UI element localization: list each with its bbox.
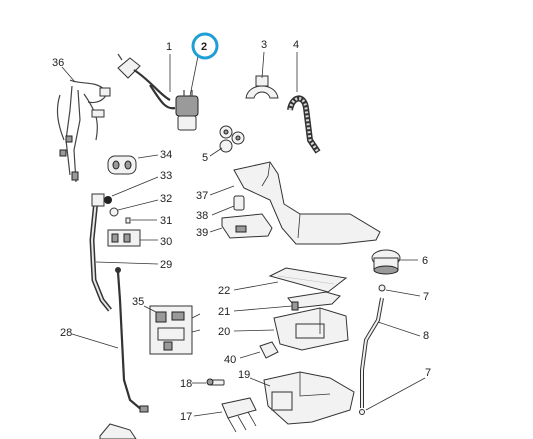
label-1: 1 <box>166 41 172 53</box>
leader-21 <box>233 305 293 312</box>
label-2[interactable]: 2 <box>201 41 207 53</box>
part-1-power-cord[interactable] <box>117 53 176 110</box>
label-6: 6 <box>422 255 428 267</box>
part-36-wiring-harness[interactable] <box>56 79 111 183</box>
highlight-ring-2 <box>191 32 219 60</box>
part-18-screw[interactable] <box>206 378 225 386</box>
part-2-interference-filter[interactable] <box>175 90 199 131</box>
part-35-control-board[interactable] <box>149 305 201 355</box>
leader-39 <box>209 227 223 233</box>
part-7-clip-lower[interactable] <box>359 409 365 415</box>
label-20: 20 <box>218 326 230 338</box>
leader-28 <box>71 333 119 349</box>
part-19-dispenser-housing[interactable] <box>263 371 355 425</box>
part-21-syphon[interactable] <box>287 291 341 311</box>
part-40-lever[interactable] <box>259 341 279 359</box>
label-21: 21 <box>218 306 230 318</box>
part-28-cable[interactable] <box>115 267 149 413</box>
leader-38 <box>211 205 235 216</box>
leader-37 <box>209 185 235 196</box>
label-32: 32 <box>160 193 172 205</box>
part-29-hose-clamp[interactable] <box>89 193 112 312</box>
label-28: 28 <box>60 327 72 339</box>
label-30: 30 <box>160 236 172 248</box>
label-19: 19 <box>238 369 250 381</box>
part-37-dispenser-cover[interactable] <box>233 161 381 245</box>
part-22-lid[interactable] <box>268 267 348 293</box>
leader-7b <box>365 377 426 411</box>
part-32-washer[interactable] <box>109 207 119 217</box>
part-38-cap[interactable] <box>233 195 245 211</box>
leader-2 <box>189 55 199 97</box>
label-33: 33 <box>160 170 172 182</box>
part-34-grommet[interactable] <box>107 155 137 175</box>
highlight-fill-2 <box>196 37 214 55</box>
label-40: 40 <box>224 354 236 366</box>
label-37: 37 <box>196 190 208 202</box>
label-35: 35 <box>132 296 144 308</box>
label-8: 8 <box>423 330 429 342</box>
label-34: 34 <box>160 149 172 161</box>
label-18: 18 <box>180 378 192 390</box>
label-22: 22 <box>218 285 230 297</box>
part-3-hose-clip[interactable] <box>245 75 279 99</box>
leader-40 <box>239 351 261 359</box>
label-17: 17 <box>180 411 192 423</box>
label-31: 31 <box>160 215 172 227</box>
part-20-detergent-drawer[interactable] <box>273 307 349 351</box>
label-5: 5 <box>202 152 208 164</box>
leader-20 <box>233 329 275 332</box>
leader-5 <box>209 147 223 157</box>
part-17-heater[interactable] <box>221 397 257 433</box>
label-7-lower: 7 <box>425 367 431 379</box>
leader-17 <box>193 411 223 417</box>
part-6-pressure-switch[interactable] <box>371 249 401 275</box>
cabinet-edge-partial <box>99 423 137 439</box>
leader-34 <box>137 154 159 159</box>
label-39: 39 <box>196 227 208 239</box>
label-3: 3 <box>261 39 267 51</box>
part-39-insert[interactable] <box>221 213 273 239</box>
part-30-relay[interactable] <box>107 229 141 247</box>
part-5-y-connector[interactable] <box>219 125 245 153</box>
part-33-nut[interactable] <box>104 196 112 204</box>
leader-19 <box>249 377 271 387</box>
leader-33 <box>111 176 159 197</box>
leader-3 <box>261 51 265 79</box>
leader-35 <box>143 305 157 313</box>
leader-29 <box>95 261 159 265</box>
label-29: 29 <box>160 259 172 271</box>
leader-22 <box>233 281 279 291</box>
part-8-pressure-tube[interactable] <box>360 297 384 408</box>
leader-32 <box>117 199 159 211</box>
part-4-hose[interactable] <box>287 95 321 154</box>
label-7-upper: 7 <box>423 291 429 303</box>
leader-7a <box>385 289 421 297</box>
leader-36 <box>61 66 76 83</box>
leader-8 <box>377 321 421 337</box>
part-7-clip-upper[interactable] <box>378 284 386 292</box>
part-31-screw[interactable] <box>125 217 131 224</box>
label-4: 4 <box>293 39 299 51</box>
label-36: 36 <box>52 57 64 69</box>
label-38: 38 <box>196 210 208 222</box>
